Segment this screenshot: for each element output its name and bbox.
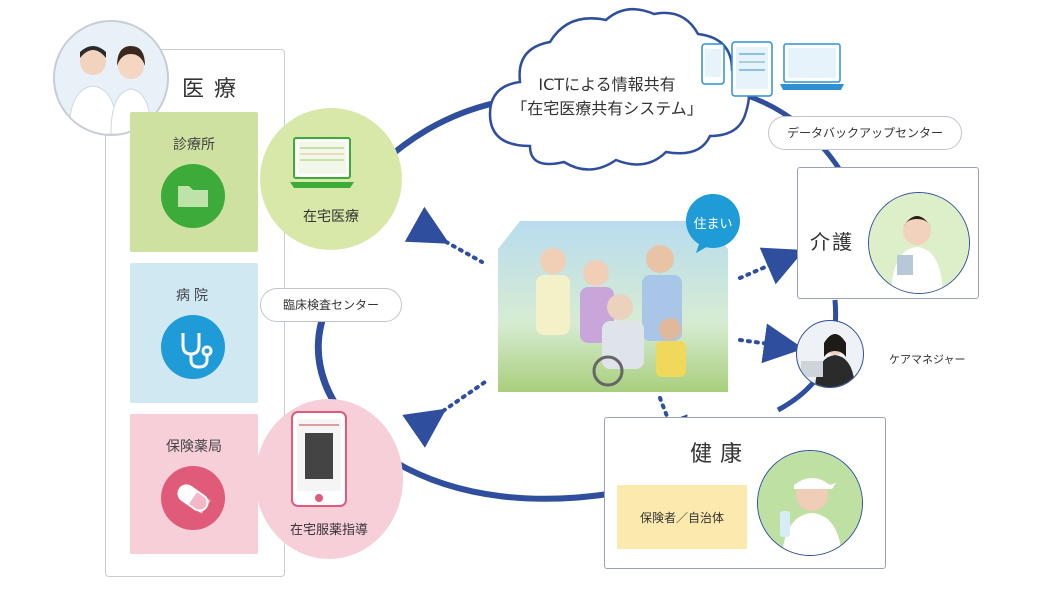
home-pharma-bubble: 在宅服薬指導 <box>255 399 403 559</box>
jogger-photo <box>757 450 863 556</box>
clinic-card: 診療所 <box>130 112 258 252</box>
folder-icon <box>161 164 225 228</box>
insurer-label: 保険者／自治体 <box>639 511 724 525</box>
home-pharma-label: 在宅服薬指導 <box>289 523 368 538</box>
cloud-line-2: 「在宅医療共有システム」 <box>511 99 703 118</box>
lab-center-label: 臨床検査センター <box>260 288 402 322</box>
caregiver-photo <box>868 192 970 294</box>
home-bubble-label: 住まい <box>693 217 733 232</box>
medical-title: 医療 <box>182 77 247 102</box>
tablet-icon <box>291 411 347 507</box>
home-care-bubble: 在宅医療 <box>260 108 402 250</box>
hospital-label: 病院 <box>176 288 212 304</box>
cloud-line-1: ICTによる情報共有 <box>538 75 676 94</box>
cloud-text: ICTによる情報共有 「在宅医療共有システム」 <box>497 73 717 121</box>
home-speech-bubble: 住まい <box>680 193 746 255</box>
cloud-shape <box>488 7 750 171</box>
insurer-box: 保険者／自治体 <box>617 485 747 549</box>
devices-icon <box>700 40 850 98</box>
care-manager-photo <box>796 320 864 388</box>
pharmacy-label: 保険薬局 <box>166 439 222 455</box>
pharmacy-card: 保険薬局 <box>130 414 258 554</box>
family-house-photo <box>498 221 728 392</box>
home-care-label: 在宅医療 <box>303 209 359 225</box>
care-title: 介護 <box>810 230 854 254</box>
hospital-card: 病院 <box>130 263 258 403</box>
care-manager-label: ケアマネジャー <box>889 353 966 366</box>
stethoscope-icon <box>161 315 225 379</box>
clinic-label: 診療所 <box>173 137 215 153</box>
capsule-icon <box>161 466 225 530</box>
doctors-photo <box>53 20 169 136</box>
health-title: 健康 <box>690 442 751 467</box>
laptop-icon <box>290 136 356 188</box>
backup-center-label: データバックアップセンター <box>768 116 962 150</box>
